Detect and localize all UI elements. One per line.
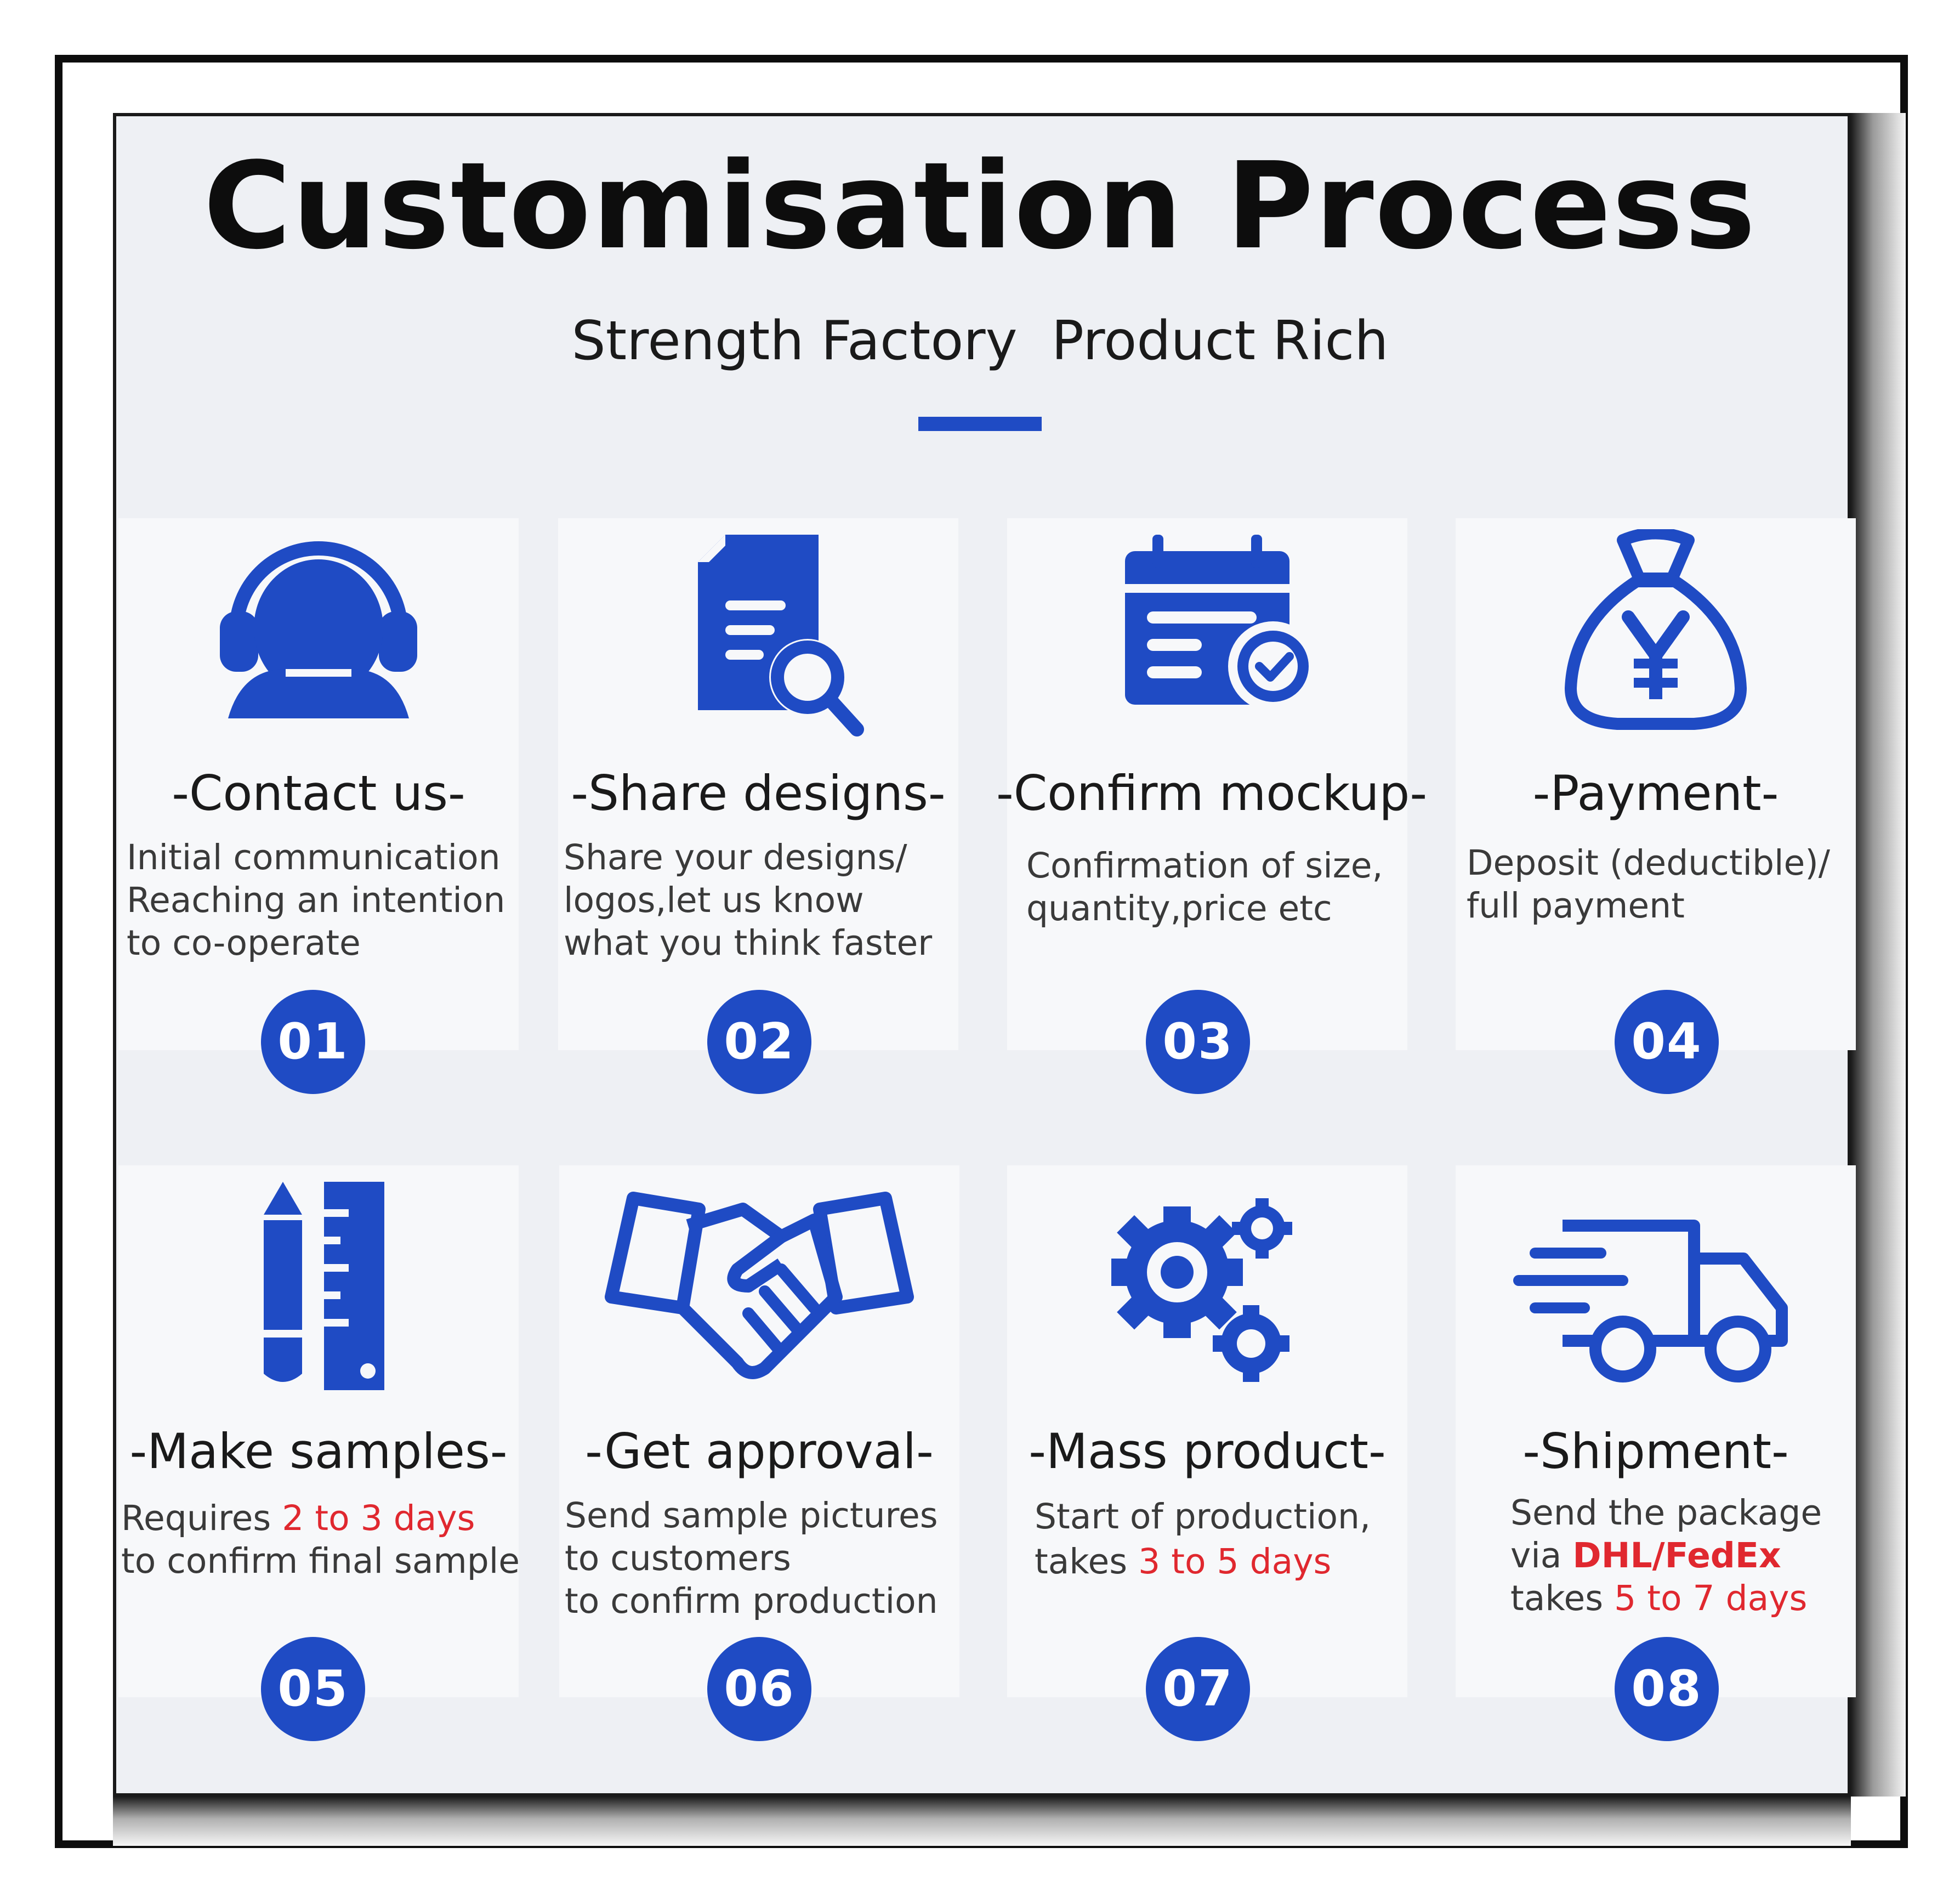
desc-line: full payment: [1467, 886, 1685, 926]
accent-divider: [918, 417, 1042, 431]
desc-line: to customers: [565, 1538, 791, 1578]
step-card-4: -Payment- Deposit (deductible)/ full pay…: [1456, 518, 1856, 1050]
desc-line: Send the package: [1510, 1493, 1822, 1533]
step-title: -Payment-: [1532, 765, 1779, 821]
step-description: Confirmation of size, quantity,price etc: [1026, 845, 1427, 930]
desc-line: Send sample pictures: [565, 1495, 938, 1535]
desc-line: to confirm final sample: [121, 1541, 520, 1581]
frame-edge-right: [1851, 113, 1906, 1797]
desc-line: Share your designs/: [564, 837, 907, 877]
desc-line: takes 5 to 7 days: [1510, 1577, 1911, 1620]
step-number-badge: 05: [261, 1637, 365, 1741]
desc-text: takes: [1510, 1578, 1615, 1618]
step-card-2: -Share designs- Share your designs/ logo…: [558, 518, 958, 1050]
document-search-icon: [558, 529, 958, 736]
desc-line: to co-operate: [127, 923, 361, 963]
money-bag-yen-icon: [1456, 529, 1856, 730]
step-number-badge: 02: [707, 990, 811, 1094]
step-title: -Get approval-: [585, 1423, 934, 1480]
desc-line: takes 3 to 5 days: [1035, 1539, 1435, 1584]
step-number-badge: 03: [1146, 990, 1250, 1094]
desc-line: Reaching an intention: [127, 880, 505, 920]
step-card-3: -Confirm mockup- Confirmation of size, q…: [996, 518, 1427, 1050]
step-title: -Contact us-: [172, 765, 465, 821]
page-title: Customisation Process: [203, 137, 1757, 276]
step-title: -Share designs-: [571, 765, 946, 821]
desc-line: quantity,price etc: [1026, 888, 1332, 928]
desc-highlight: 2 to 3 days: [282, 1498, 475, 1538]
desc-text: Requires: [121, 1498, 282, 1538]
step-title: -Make samples-: [129, 1423, 508, 1480]
step-card-1: -Contact us- Initial communication Reach…: [118, 518, 519, 1050]
step-title: -Shipment-: [1522, 1423, 1789, 1480]
desc-highlight: DHL/FedEx: [1572, 1535, 1781, 1576]
headset-person-icon: [118, 529, 519, 727]
step-number-badge: 06: [707, 1637, 811, 1741]
step-description: Start of production, takes 3 to 5 days: [1035, 1494, 1435, 1584]
desc-line: logos,let us know: [564, 880, 864, 920]
calendar-check-icon: [1007, 529, 1407, 727]
delivery-truck-icon: [1456, 1215, 1856, 1412]
step-card-7: -Mass product- Start of production, take…: [1007, 1165, 1407, 1697]
desc-line: Confirmation of size,: [1026, 846, 1383, 886]
pencil-ruler-icon: [118, 1176, 519, 1390]
step-number-badge: 08: [1615, 1637, 1719, 1741]
gears-icon: [1007, 1195, 1407, 1393]
desc-line: Initial communication: [127, 837, 501, 877]
step-description: Send sample pictures to customers to con…: [565, 1494, 965, 1623]
step-title: -Confirm mockup-: [996, 765, 1428, 821]
desc-highlight: 3 to 5 days: [1138, 1542, 1332, 1582]
step-description: Initial communication Reaching an intent…: [127, 836, 527, 965]
step-number-badge: 07: [1146, 1637, 1250, 1741]
step-card-5: -Make samples- Requires 2 to 3 days to c…: [118, 1165, 521, 1697]
desc-text: takes: [1035, 1542, 1139, 1582]
frame-edge-bottom: [113, 1797, 1851, 1846]
desc-text: via: [1510, 1535, 1573, 1576]
desc-line: via DHL/FedEx: [1510, 1534, 1911, 1577]
desc-line: Requires 2 to 3 days: [121, 1497, 521, 1540]
step-title: -Mass product-: [1029, 1423, 1386, 1480]
step-card-6: -Get approval- Send sample pictures to c…: [559, 1165, 959, 1697]
step-description: Send the package via DHL/FedEx takes 5 t…: [1510, 1492, 1911, 1620]
step-description: Requires 2 to 3 days to confirm final sa…: [121, 1497, 521, 1583]
desc-line: Deposit (deductible)/: [1467, 843, 1831, 883]
step-description: Share your designs/ logos,let us know wh…: [564, 836, 964, 965]
desc-line: to confirm production: [565, 1581, 938, 1621]
desc-line: Start of production,: [1035, 1497, 1371, 1537]
desc-line: what you think faster: [564, 923, 933, 963]
handshake-icon: [559, 1187, 959, 1385]
step-description: Deposit (deductible)/ full payment: [1467, 842, 1867, 927]
page-subtitle: Strength Factory Product Rich: [571, 310, 1389, 372]
desc-highlight: 5 to 7 days: [1614, 1578, 1808, 1618]
step-number-badge: 01: [261, 990, 365, 1094]
step-number-badge: 04: [1615, 990, 1719, 1094]
step-card-8: -Shipment- Send the package via DHL/FedE…: [1456, 1165, 1856, 1697]
